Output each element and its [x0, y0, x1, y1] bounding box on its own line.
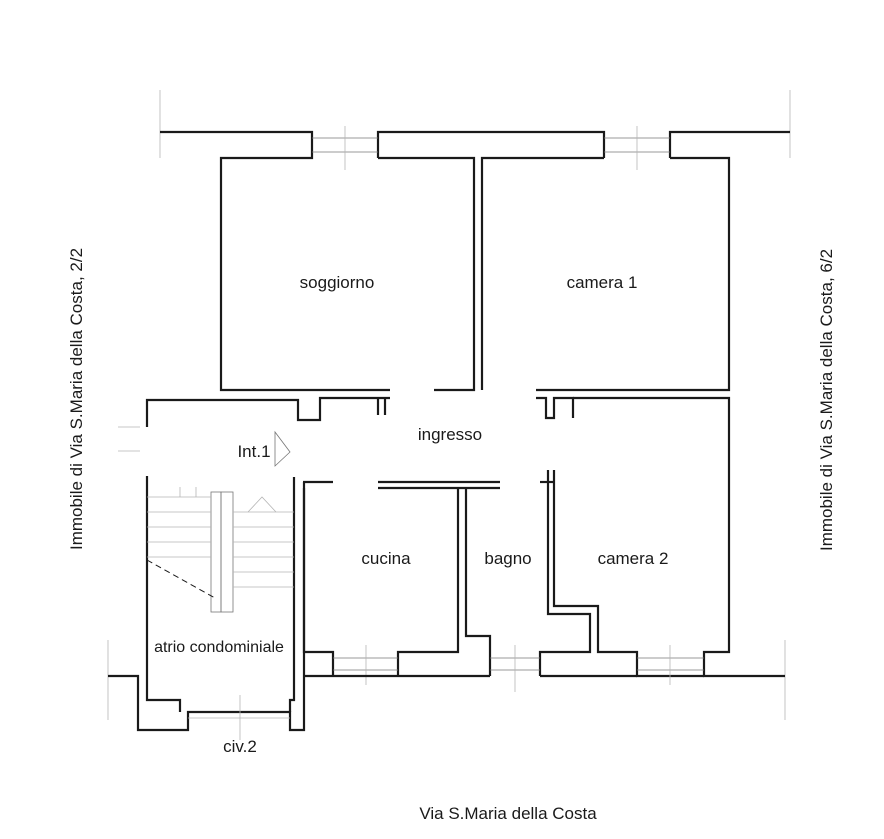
room-label-camera-1: camera 1 [567, 273, 638, 292]
street-label: Via S.Maria della Costa [419, 804, 597, 823]
boundary-lines [107, 90, 791, 720]
entrance-door [274, 430, 291, 467]
room-label-cucina: cucina [361, 549, 411, 568]
unit-label: Int.1 [237, 442, 270, 461]
camera2-walls [540, 470, 704, 685]
stairs [146, 487, 294, 613]
bagno-walls [464, 470, 592, 692]
cucina-walls [302, 488, 460, 685]
room-label-bagno: bagno [484, 549, 531, 568]
windows-top [312, 126, 670, 170]
room-label-camera-2: camera 2 [598, 549, 669, 568]
top-facade [160, 130, 790, 392]
entrance-label: civ.2 [223, 737, 257, 756]
right-building-label: Immobile di Via S.Maria della Costa, 6/2 [817, 249, 836, 551]
room-label-soggiorno: soggiorno [300, 273, 375, 292]
left-building-label: Immobile di Via S.Maria della Costa, 2/2 [67, 248, 86, 550]
middle-walls [145, 396, 785, 678]
room-label-ingresso: ingresso [418, 425, 482, 444]
stairwell [108, 476, 306, 740]
room-label-atrio: atrio condominiale [154, 639, 284, 656]
